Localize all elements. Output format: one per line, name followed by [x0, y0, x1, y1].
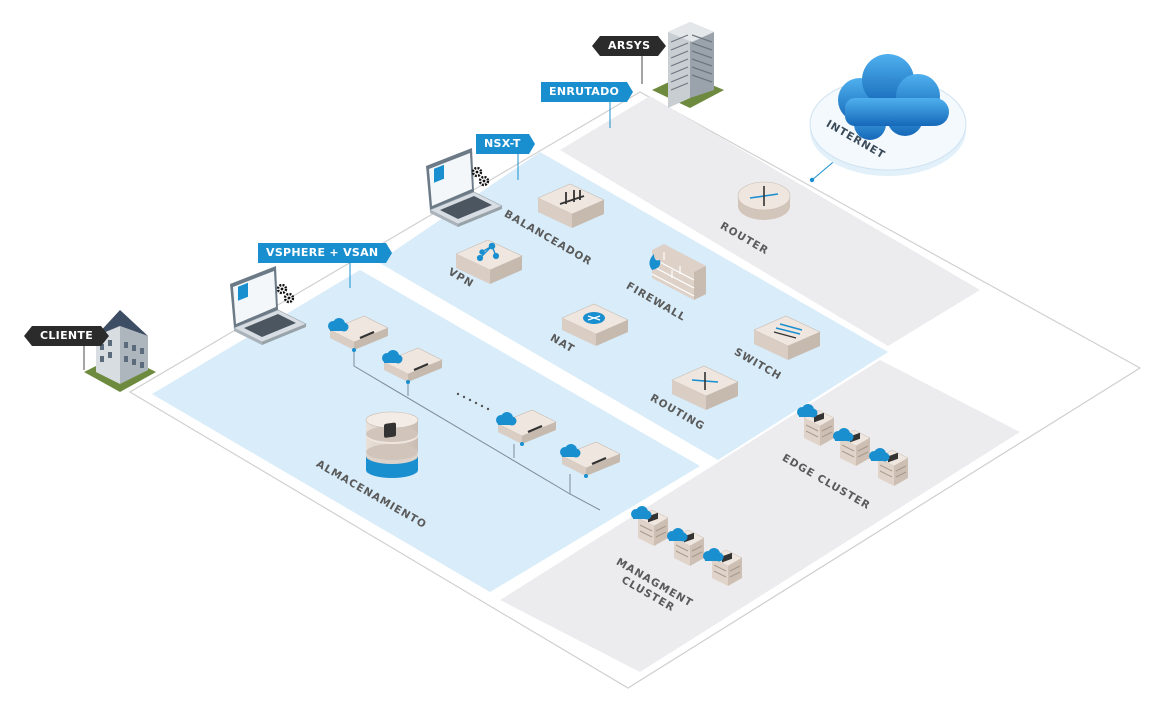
- gear-icon: [471, 166, 483, 178]
- tag-nsxt: NSX-T: [476, 134, 535, 154]
- nat-device: [561, 303, 629, 346]
- tag-enrutado: ENRUTADO: [541, 82, 634, 102]
- internet-cloud: [809, 54, 967, 176]
- zone-vsphere: [152, 270, 700, 592]
- routing-device: [671, 365, 739, 410]
- router-device: [737, 181, 791, 220]
- arsys-building: [652, 22, 724, 108]
- tag-cliente: CLIENTE: [23, 326, 110, 346]
- cliente-building: [84, 310, 156, 392]
- gear-icon: [276, 283, 288, 295]
- vpn-device: [455, 239, 523, 284]
- zone-enrutado: [560, 96, 980, 346]
- storage-database-icon: [365, 411, 419, 478]
- switch-device: [753, 315, 821, 360]
- ellipsis-dots: [456, 392, 490, 411]
- zone-clusters: [500, 360, 1020, 672]
- balanceador-device: [537, 183, 605, 228]
- server-links: [353, 350, 601, 511]
- tag-vsphere-vsan: VSPHERE + VSAN: [258, 243, 393, 263]
- firewall-wall: [649, 244, 706, 300]
- zone-nsxt: [378, 152, 888, 460]
- tag-arsys: ARSYS: [591, 36, 667, 56]
